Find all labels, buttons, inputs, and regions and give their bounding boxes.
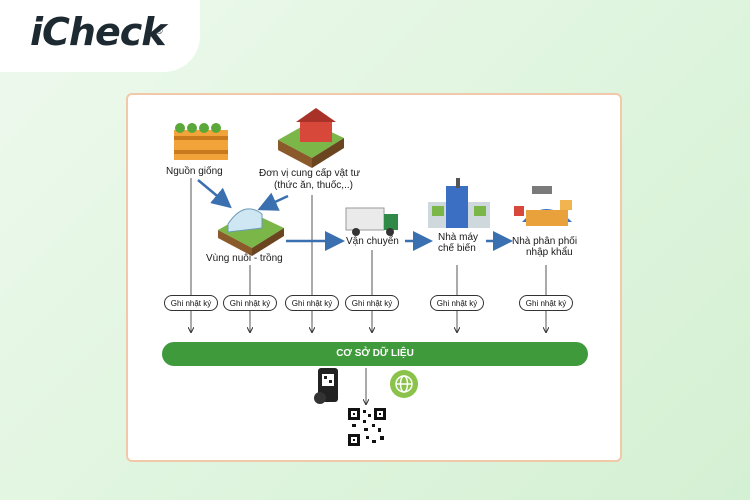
label-distributor-line2: nhập khẩu [526, 247, 573, 258]
database-bar: CƠ SỞ DỮ LIỆU [162, 342, 588, 366]
label-supplier-line1: Đơn vị cung cấp vật tư [259, 168, 361, 179]
log-pill-farm: Ghi nhật ký [223, 295, 277, 311]
registered-mark: ® [156, 26, 163, 36]
log-pill-seed: Ghi nhật ký [164, 295, 218, 311]
label-farm: Vùng nuôi - trồng [206, 253, 283, 264]
icheck-logo: iCheck [30, 10, 167, 54]
label-supplier-line2: (thức ăn, thuốc,..) [274, 180, 353, 191]
seed-farm-icon [174, 123, 228, 160]
flow-arrows [197, 179, 513, 251]
supplier-barn-icon [278, 108, 344, 168]
factory-icon [428, 178, 490, 228]
log-pill-distributor: Ghi nhật ký [519, 295, 573, 311]
greenhouse-farm-icon [218, 208, 284, 256]
phone-scan-icon [314, 368, 338, 404]
qr-code-icon [348, 408, 386, 446]
label-distributor-line1: Nhà phân phối [512, 236, 578, 247]
logo-tab: iCheck ® [0, 0, 200, 72]
log-pill-supplier: Ghi nhật ký [285, 295, 339, 311]
label-factory-line2: chế biến [438, 243, 476, 254]
label-transport: Vận chuyển [346, 236, 399, 247]
label-seed-source: Nguồn giống [166, 166, 223, 177]
label-factory-line1: Nhà máy [438, 232, 479, 243]
truck-icon [345, 207, 398, 236]
globe-icon [390, 370, 418, 398]
warehouse-icon [514, 186, 572, 226]
log-pill-transport: Ghi nhật ký [345, 295, 399, 311]
log-pill-factory: Ghi nhật ký [430, 295, 484, 311]
